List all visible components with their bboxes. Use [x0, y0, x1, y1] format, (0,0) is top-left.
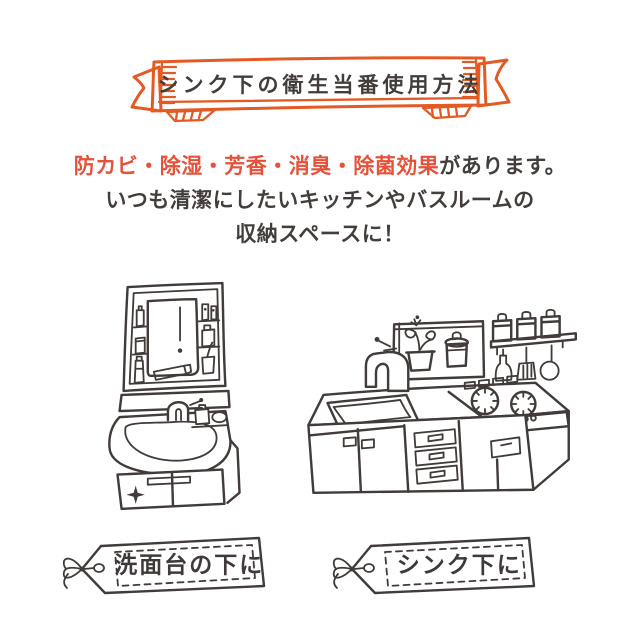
tag-shape-icon: [62, 536, 266, 595]
kitchen-counter-sketch-icon: [307, 308, 578, 495]
washbasin-vanity-sketch-icon: [108, 281, 241, 511]
tag-washbasin-label: 洗面台の下に: [114, 551, 265, 578]
ribbon-bow-icon: [332, 557, 365, 589]
washbasin-vanity-illustration: [90, 276, 260, 526]
description-line-1: 防カビ・除湿・芳香・消臭・除菌効果があります。: [0, 150, 640, 184]
description-line-1-rest: があります。: [439, 155, 567, 178]
ribbon-banner-icon: [130, 56, 511, 123]
description-block: 防カビ・除湿・芳香・消臭・除菌効果があります。 いつも清潔にしたいキッチンやバス…: [0, 150, 640, 252]
tag-sink: シンク下に: [326, 524, 548, 604]
sparkle-icon: [126, 485, 145, 504]
tag-sink-label: シンク下に: [396, 551, 522, 578]
tag-washbasin: 洗面台の下に: [56, 524, 278, 604]
description-line-3: 収納スペースに！: [235, 223, 405, 246]
banner-title: シンク下の衛生当番使用方法: [157, 74, 483, 97]
description-highlight: 防カビ・除湿・芳香・消臭・除菌効果: [73, 155, 440, 178]
ribbon-bow-icon: [62, 557, 95, 589]
tag-shape-icon: [332, 536, 536, 595]
kitchen-counter-illustration: [283, 294, 581, 516]
description-line-2: いつも清潔にしたいキッチンやバスルームの: [105, 189, 535, 212]
ribbon-banner: シンク下の衛生当番使用方法: [125, 50, 515, 130]
